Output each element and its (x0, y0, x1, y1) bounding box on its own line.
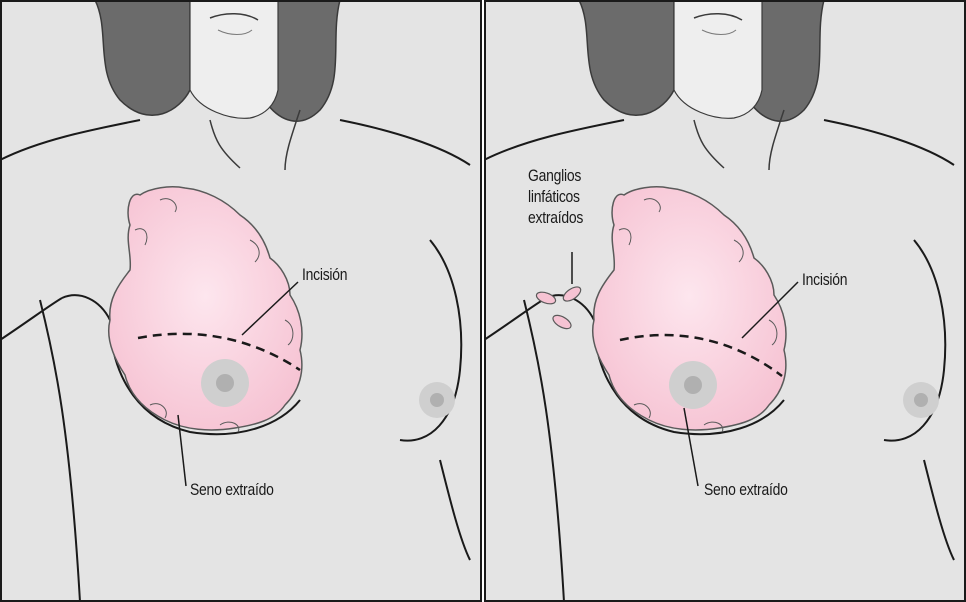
face-chin (674, 0, 762, 118)
lymph-nodes-label-line-1: Ganglios (528, 165, 583, 186)
left-nipple (684, 376, 702, 394)
lymph-nodes-label-line-3: extraídos (528, 207, 583, 228)
lymph-nodes-label: Ganglios linfáticos extraídos (528, 165, 583, 228)
panel-right-illustration (484, 0, 966, 602)
lymph-nodes-label-line-2: linfáticos (528, 186, 583, 207)
panel-left: Incisión Seno extraído (0, 0, 482, 602)
incision-label: Incisión (302, 265, 347, 285)
right-nipple (430, 393, 444, 407)
panel-right: Ganglios linfáticos extraídos Incisión S… (484, 0, 966, 602)
breast-removed-label: Seno extraído (190, 480, 274, 500)
panel-left-illustration (0, 0, 482, 602)
breast-removed-label: Seno extraído (704, 480, 788, 500)
left-nipple (216, 374, 234, 392)
incision-label: Incisión (802, 270, 847, 290)
face-chin (190, 0, 278, 118)
right-nipple (914, 393, 928, 407)
